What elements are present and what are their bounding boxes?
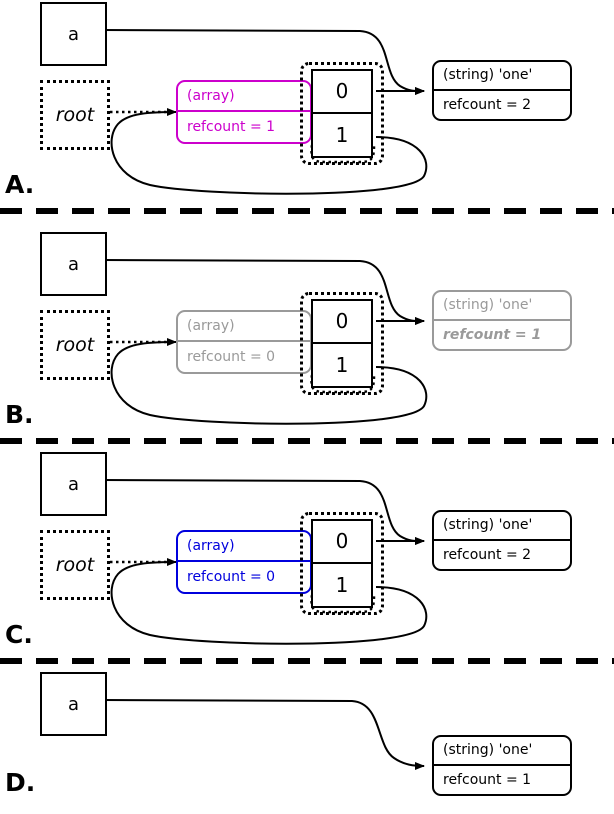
array-cells-inner: 0 1 <box>311 519 373 608</box>
array-refcount-label: refcount = 1 <box>187 119 276 135</box>
array-cells-box: 0 1 <box>300 512 384 615</box>
array-cells-inner: 0 1 <box>311 69 373 158</box>
array-cells-box: 0 1 <box>300 62 384 165</box>
panel-label-b: B. <box>5 400 34 429</box>
variable-label: a <box>67 473 80 495</box>
string-refcount-label: refcount = 1 <box>443 771 532 788</box>
array-type-label: (array) <box>178 82 310 112</box>
string-type-label: (string) 'one' <box>434 62 570 91</box>
root-box[interactable]: root <box>40 80 110 150</box>
array-cell-0[interactable]: 0 <box>313 521 371 564</box>
string-refcount-label: refcount = 2 <box>443 546 532 563</box>
variable-label: a <box>67 23 80 45</box>
variable-box-a[interactable]: a <box>40 452 107 516</box>
panel-label-d: D. <box>5 768 36 797</box>
array-refcount-label: refcount = 0 <box>187 349 276 365</box>
array-cell-1[interactable]: 1 <box>335 572 349 597</box>
string-zval[interactable]: (string) 'one' refcount = 2 <box>432 510 572 571</box>
array-zval[interactable]: (array) refcount = 1 <box>176 80 312 144</box>
panel-label-a: A. <box>5 170 35 199</box>
string-zval[interactable]: (string) 'one' refcount = 2 <box>432 60 572 121</box>
string-type-label: (string) 'one' <box>434 512 570 541</box>
array-cell-0[interactable]: 0 <box>313 71 371 114</box>
variable-box-a[interactable]: a <box>40 672 107 736</box>
variable-label: a <box>67 253 80 275</box>
panel-a: a root (array) refcount = 1 0 1 (string)… <box>0 0 614 211</box>
array-type-label: (array) <box>178 532 310 562</box>
string-zval[interactable]: (string) 'one' refcount = 1 <box>432 290 572 351</box>
panel-d: a (string) 'one' refcount = 1 D. <box>0 670 614 814</box>
array-zval[interactable]: (array) refcount = 0 <box>176 310 312 374</box>
string-refcount-label: refcount = 1 <box>443 326 542 343</box>
root-label: root <box>55 334 95 356</box>
array-cell-0[interactable]: 0 <box>313 301 371 344</box>
string-zval[interactable]: (string) 'one' refcount = 1 <box>432 735 572 796</box>
panel-c: a root (array) refcount = 0 0 1 (string)… <box>0 450 614 661</box>
root-box[interactable]: root <box>40 530 110 600</box>
root-label: root <box>55 554 95 576</box>
variable-label: a <box>67 693 80 715</box>
array-cell-1[interactable]: 1 <box>335 122 349 147</box>
array-type-label: (array) <box>178 312 310 342</box>
string-type-label: (string) 'one' <box>434 292 570 321</box>
array-cell-1[interactable]: 1 <box>335 352 349 377</box>
array-refcount-label: refcount = 0 <box>187 569 276 585</box>
variable-box-a[interactable]: a <box>40 232 107 296</box>
array-cells-inner: 0 1 <box>311 299 373 388</box>
root-box[interactable]: root <box>40 310 110 380</box>
array-zval[interactable]: (array) refcount = 0 <box>176 530 312 594</box>
string-refcount-label: refcount = 2 <box>443 96 532 113</box>
array-cells-box: 0 1 <box>300 292 384 395</box>
string-type-label: (string) 'one' <box>434 737 570 766</box>
panel-label-c: C. <box>5 620 33 649</box>
variable-box-a[interactable]: a <box>40 2 107 66</box>
root-label: root <box>55 104 95 126</box>
panel-b: a root (array) refcount = 0 0 1 (string)… <box>0 230 614 441</box>
